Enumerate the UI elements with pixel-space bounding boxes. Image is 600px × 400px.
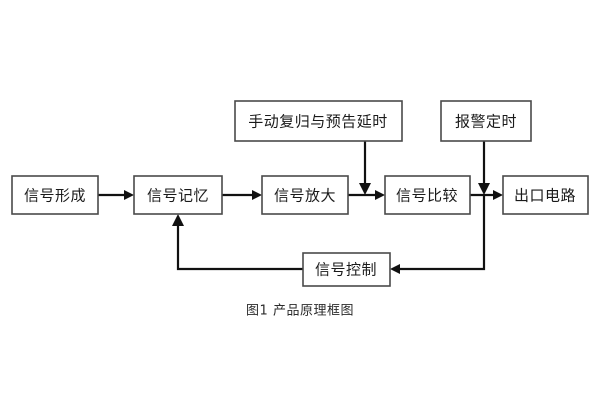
edge-alarm-timer-down — [478, 141, 490, 195]
node-label-output-circuit: 出口电路 — [514, 187, 576, 205]
node-label-signal-amplify: 信号放大 — [274, 187, 336, 205]
edge-control-to-memory — [172, 214, 303, 271]
node-manual-reset-delay[interactable]: 手动复归与预告延时 — [234, 100, 403, 142]
node-label-signal-memory: 信号记忆 — [147, 187, 209, 205]
edge-amplify-to-compare — [348, 190, 385, 200]
edge-manual-reset-down — [359, 141, 371, 195]
node-output-circuit[interactable]: 出口电路 — [502, 175, 589, 215]
node-label-alarm-timer: 报警定时 — [455, 113, 517, 131]
edge-formation-to-memory — [98, 190, 134, 200]
node-alarm-timer[interactable]: 报警定时 — [440, 100, 532, 142]
edge-compare-to-output — [470, 190, 503, 200]
node-signal-formation[interactable]: 信号形成 — [11, 175, 99, 215]
edge-feedback-to-control — [390, 195, 486, 274]
node-signal-memory[interactable]: 信号记忆 — [133, 175, 223, 215]
node-label-manual-reset-delay: 手动复归与预告延时 — [248, 113, 388, 131]
node-signal-control[interactable]: 信号控制 — [302, 252, 391, 287]
node-signal-amplify[interactable]: 信号放大 — [261, 175, 349, 215]
node-signal-compare[interactable]: 信号比较 — [384, 175, 471, 215]
node-label-signal-compare: 信号比较 — [396, 187, 458, 205]
node-label-signal-control: 信号控制 — [315, 261, 377, 279]
edge-memory-to-amplify — [222, 190, 262, 200]
figure-caption: 图1 产品原理框图 — [246, 304, 354, 319]
node-label-signal-formation: 信号形成 — [24, 187, 86, 205]
